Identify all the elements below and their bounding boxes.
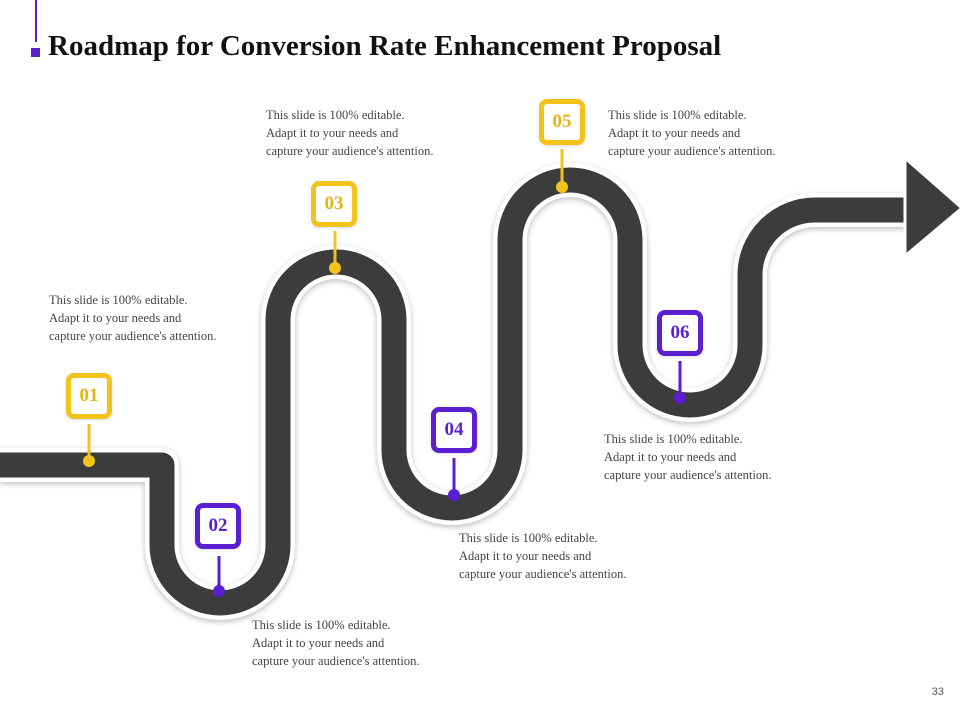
step-04-line-1: This slide is 100% editable.: [459, 531, 598, 545]
road-path: [0, 167, 915, 616]
step-01-line-2: Adapt it to your needs and: [49, 311, 182, 325]
step-03-line-3: capture your audience's attention.: [266, 144, 434, 158]
page-title: Roadmap for Conversion Rate Enhancement …: [48, 30, 722, 62]
step-06-line-1: This slide is 100% editable.: [604, 432, 743, 446]
step-02-line-2: Adapt it to your needs and: [252, 636, 385, 650]
step-03-line-1: This slide is 100% editable.: [266, 108, 405, 122]
step-marker-02: 02: [195, 503, 241, 549]
step-02-line-3: capture your audience's attention.: [252, 654, 420, 668]
road-arrow-head: [903, 154, 960, 260]
step-06-line-2: Adapt it to your needs and: [604, 450, 737, 464]
step-05-line-1: This slide is 100% editable.: [608, 108, 747, 122]
accent-line: [35, 0, 37, 42]
step-05-line-2: Adapt it to your needs and: [608, 126, 741, 140]
step-03-line-2: Adapt it to your needs and: [266, 126, 399, 140]
page-number: 33: [931, 686, 944, 698]
step-marker-03: 03: [311, 181, 357, 227]
road-dot-02: [213, 585, 225, 597]
step-description-03: This slide is 100% editable. Adapt it to…: [266, 106, 486, 160]
step-02-line-1: This slide is 100% editable.: [252, 618, 391, 632]
step-01-line-3: capture your audience's attention.: [49, 329, 217, 343]
road-dot-04: [448, 489, 460, 501]
step-marker-05: 05: [539, 99, 585, 145]
step-description-05: This slide is 100% editable. Adapt it to…: [608, 106, 828, 160]
road-dot-05: [556, 181, 568, 193]
step-description-02: This slide is 100% editable. Adapt it to…: [252, 616, 472, 670]
road-dot-03: [329, 262, 341, 274]
road-dot-01: [83, 455, 95, 467]
road-outline: [0, 163, 915, 620]
step-marker-01: 01: [66, 373, 112, 419]
step-marker-06: 06: [657, 310, 703, 356]
step-marker-04: 04: [431, 407, 477, 453]
step-description-04: This slide is 100% editable. Adapt it to…: [459, 529, 679, 583]
road-dot-06: [674, 392, 686, 404]
step-05-line-3: capture your audience's attention.: [608, 144, 776, 158]
step-04-line-3: capture your audience's attention.: [459, 567, 627, 581]
step-description-01: This slide is 100% editable. Adapt it to…: [49, 291, 269, 345]
accent-square: [31, 48, 40, 57]
step-description-06: This slide is 100% editable. Adapt it to…: [604, 430, 824, 484]
step-01-line-1: This slide is 100% editable.: [49, 293, 188, 307]
step-06-line-3: capture your audience's attention.: [604, 468, 772, 482]
step-04-line-2: Adapt it to your needs and: [459, 549, 592, 563]
